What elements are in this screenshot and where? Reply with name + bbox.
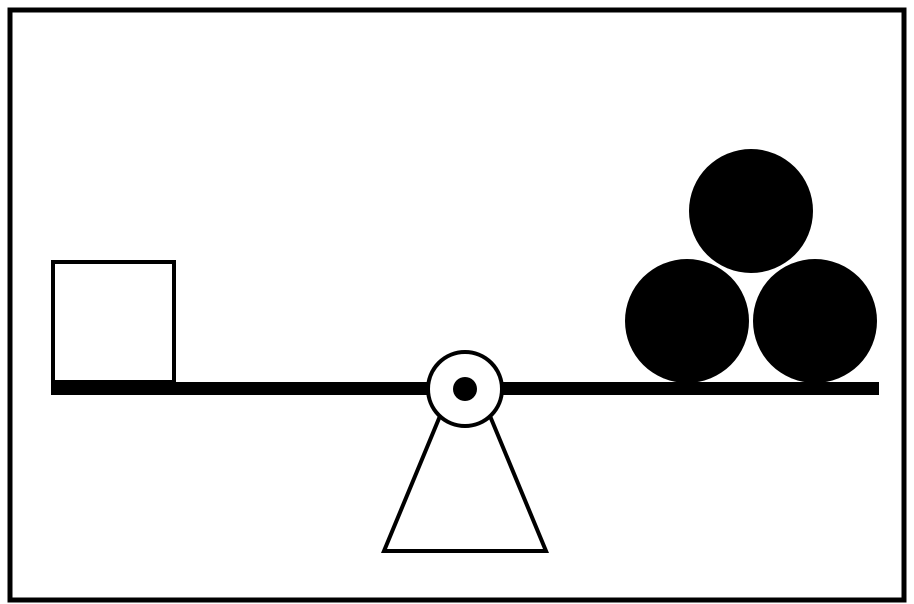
right-circle-weight-bottom-left <box>625 259 749 383</box>
pivot-pin <box>453 377 477 401</box>
right-circle-weight-top <box>689 149 813 273</box>
left-square-weight <box>53 262 174 382</box>
right-circle-weight-bottom-right <box>753 259 877 383</box>
